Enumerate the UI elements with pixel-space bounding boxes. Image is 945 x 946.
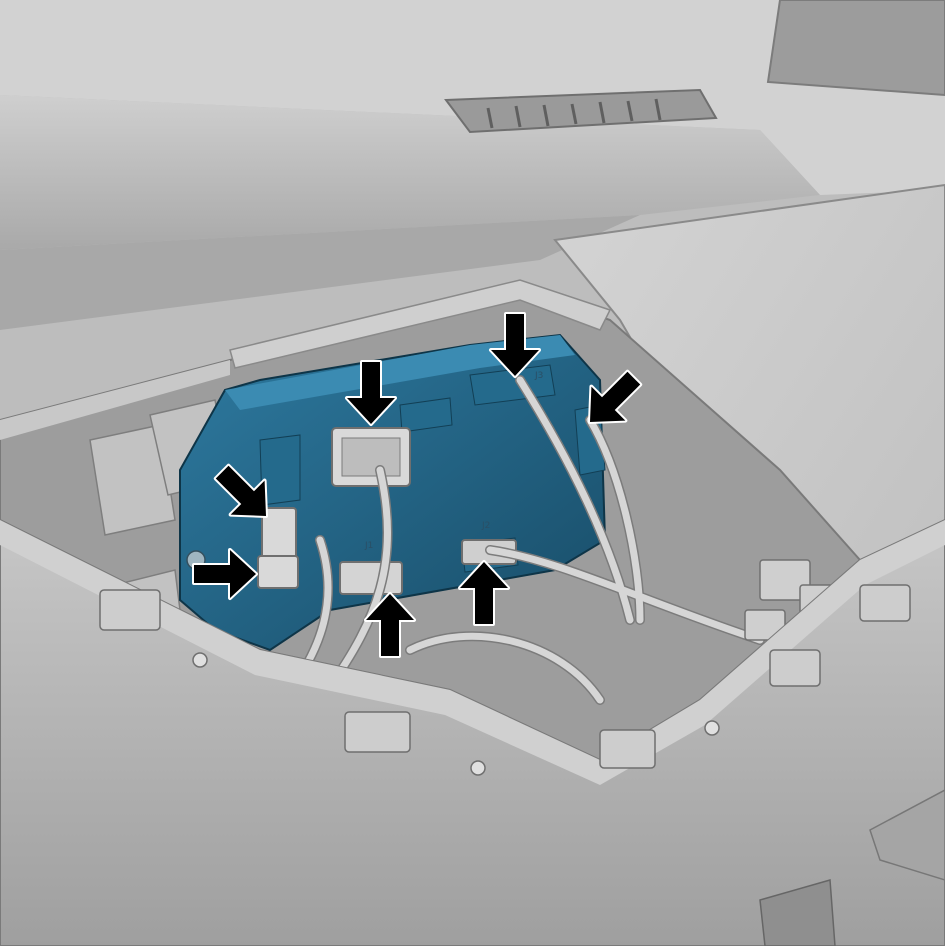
arrow-j2-connector [458,560,510,626]
dashboard-upper-band [0,95,820,250]
connector-label-j1: J1 [364,541,373,551]
dashboard-lower-band [0,215,640,330]
display-screen [766,0,945,97]
arrow-j1-connector [364,592,416,658]
arrow-left-lower-connector [192,548,258,600]
arrow-right-side-connector [588,369,643,424]
cavity-rim-top [229,279,612,369]
connector-label-j2: J2 [481,521,490,531]
dashboard-top-surface [0,0,945,195]
air-vent [444,88,718,134]
arrow-left-upper-connector [213,463,268,518]
arrow-top-center-connector [345,360,397,426]
front-rim-edge [0,520,945,785]
arrow-top-right-connector [489,312,541,378]
connector-j1 [339,561,403,595]
connector-label-j3: J3 [534,371,543,381]
screw-heads [192,652,720,776]
bottom-panel-slot [759,879,836,946]
callout-arrows [192,312,643,658]
cavity-rim-left [0,360,230,440]
bottom-right-trim [869,789,945,881]
connector-left-lower [257,555,299,589]
mounting-clips [99,584,911,769]
connector-top-center [331,427,411,487]
